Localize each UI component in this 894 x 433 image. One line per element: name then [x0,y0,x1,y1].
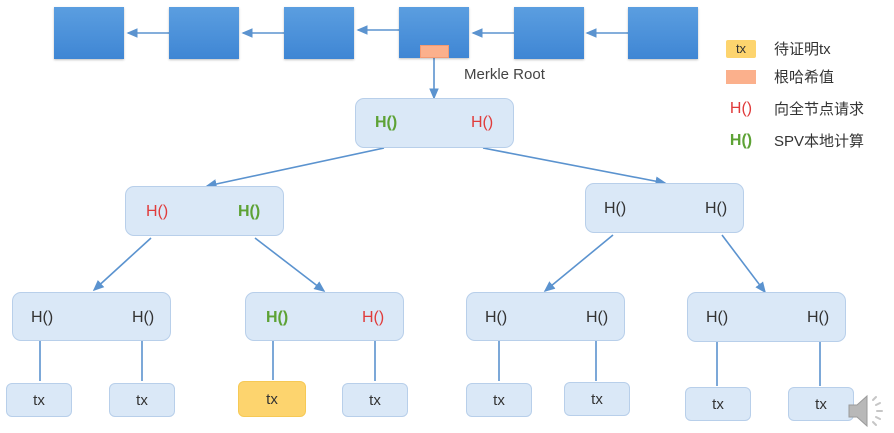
root-hash-swatch [726,69,756,84]
legend-item-target-tx: tx 待证明tx [726,38,831,59]
tx-leaf-4: tx [466,383,532,417]
tx-leaf-0: tx [6,383,72,417]
hash-left: H() [31,309,54,326]
legend-item-root-hash: 根哈希值 [726,66,834,87]
hash-left: H() [375,114,398,131]
tx-leaf-6: tx [685,387,751,421]
block-3 [284,7,354,59]
merkle-root-hash-marker [420,45,449,58]
legend-swatch-green-hash: H() [729,131,753,149]
tree-node-l1-1: H() H() [585,183,744,233]
legend-label: 向全节点请求 [774,101,865,118]
tx-leaf-3: tx [342,383,408,417]
legend-label: 待证明tx [774,41,831,58]
hash-right: H() [471,114,494,131]
tx-leaf-target: tx [238,381,306,417]
hash-left: H() [485,309,508,326]
tree-node-l2-1: H() H() [245,292,404,341]
hash-right: H() [586,309,609,326]
legend-label: 根哈希值 [774,69,835,86]
legend-swatch-text: tx [726,39,756,58]
hash-left: H() [146,203,169,220]
block-5 [514,7,584,59]
block-6 [628,7,698,59]
hash-left: H() [706,309,729,326]
hash-left: H() [266,309,289,326]
hash-right: H() [807,309,830,326]
tree-node-l2-3: H() H() [687,292,846,342]
legend-item-spv-local: H() SPV本地计算 [726,130,864,151]
tree-node-root: H() H() [355,98,514,148]
block-1 [54,7,124,59]
hash-right: H() [238,203,261,220]
hash-right: H() [362,309,385,326]
legend-swatch-red-hash: H() [729,99,753,117]
legend-swatch-target-tx: tx [726,39,756,58]
hash-right: H() [132,309,155,326]
legend-label: SPV本地计算 [774,133,865,150]
tree-node-l2-0: H() H() [12,292,171,341]
block-2 [169,7,239,59]
legend-item-request-full-node: H() 向全节点请求 [726,98,864,119]
tx-leaf-1: tx [109,383,175,417]
merkle-root-label: Merkle Root [464,66,545,83]
tx-leaf-5: tx [564,382,630,416]
tree-node-l1-0: H() H() [125,186,284,236]
tree-node-l2-2: H() H() [466,292,625,341]
tx-leaf-7: tx [788,387,854,421]
speaker-icon[interactable] [846,392,890,430]
hash-left: H() [604,200,627,217]
legend-swatch-root-hash [726,69,756,84]
hash-right: H() [705,200,728,217]
